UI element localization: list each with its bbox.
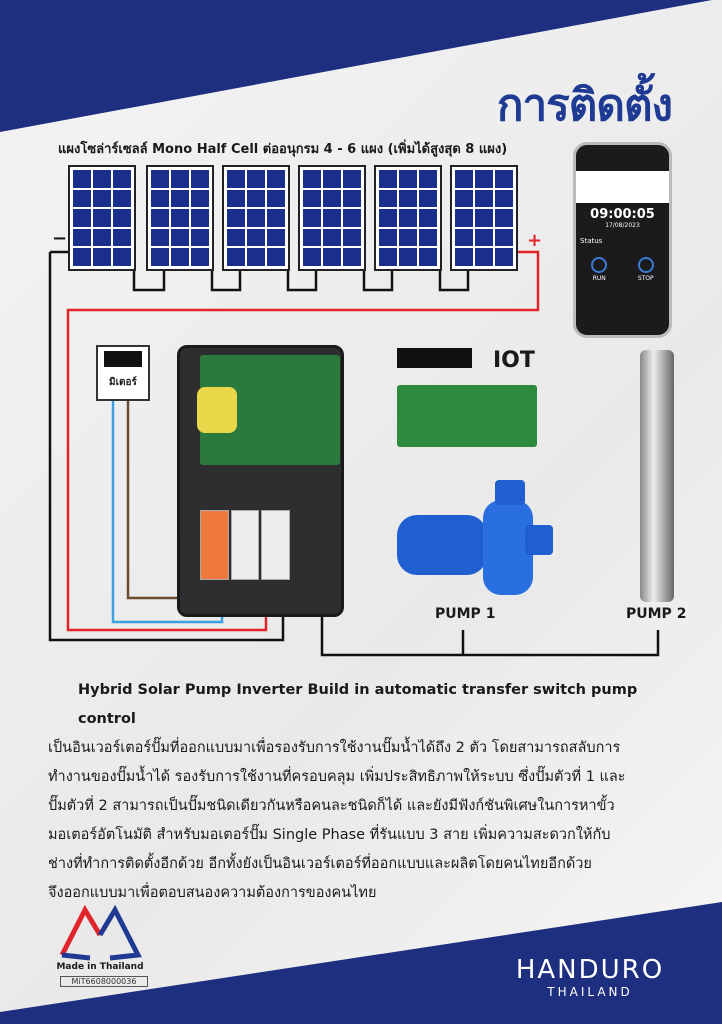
app-status-label: Status xyxy=(580,237,603,245)
iot-label: IOT xyxy=(493,348,535,373)
description-line: ทำงานของปั๊มน้ำได้ รองรับการใช้งานที่ครอ… xyxy=(48,769,626,785)
electric-meter: มิเตอร์ xyxy=(96,345,150,401)
description-line: จึงออกแบบมาเพื่อตอบสนองความต้องการของคนไ… xyxy=(48,885,377,901)
mobile-app-phone: 09:00:05 17/08/2023 Status RUN STOP xyxy=(573,142,672,338)
solar-panel xyxy=(222,165,290,271)
iot-board xyxy=(397,385,537,447)
circuit-breakers xyxy=(200,510,291,580)
pump-1-label: PUMP 1 xyxy=(435,606,496,622)
solar-panel xyxy=(68,165,136,271)
solar-panel xyxy=(374,165,442,271)
description-line: ช่างที่ทำการติดตั้งอีกด้วย อีกทั้งยังเป็… xyxy=(48,856,592,872)
app-date: 17/08/2023 xyxy=(605,222,640,229)
description-line: เป็นอินเวอร์เตอร์ปั๊มที่ออกแบบมาเพื่อรอง… xyxy=(48,740,621,756)
pump-1-image xyxy=(397,480,553,595)
meter-label: มิเตอร์ xyxy=(109,377,137,388)
pump-2-label: PUMP 2 xyxy=(626,606,687,622)
app-banner xyxy=(576,171,669,203)
solar-panel xyxy=(298,165,366,271)
negative-terminal-label: − xyxy=(52,228,68,249)
made-in-thailand-logo xyxy=(59,904,142,961)
brand-sub: THAILAND xyxy=(547,985,633,999)
top-blue-band xyxy=(0,0,712,132)
positive-terminal-label: + xyxy=(527,230,543,251)
stop-button[interactable]: STOP xyxy=(637,257,654,282)
mit-code: MiT6608000036 xyxy=(60,976,148,987)
description-line: ปั๊มตัวที่ 2 สามารถเป็นปั๊มชนิดเดียวกันห… xyxy=(48,798,615,814)
run-button[interactable]: RUN xyxy=(591,257,608,282)
solar-panel xyxy=(146,165,214,271)
solar-panel xyxy=(450,165,518,271)
description-lead: Hybrid Solar Pump Inverter Build in auto… xyxy=(78,682,638,727)
transformer-coil xyxy=(197,387,237,433)
iot-relay-indicators xyxy=(397,348,472,368)
brand-name: HANDURO xyxy=(515,955,665,985)
app-time: 09:00:05 xyxy=(590,207,655,222)
description-line: มอเตอร์อัตโนมัติ สำหรับมอเตอร์ปั๊ม Singl… xyxy=(48,827,611,843)
solar-panel-caption: แผงโซล่าร์เซลล์ Mono Half Cell ต่ออนุกรม… xyxy=(58,142,508,157)
page-title: การติดตั้ง xyxy=(496,80,673,131)
mit-label: Made in Thailand xyxy=(56,962,144,972)
description: Hybrid Solar Pump Inverter Build in auto… xyxy=(48,676,688,908)
pump-2-image xyxy=(640,350,674,602)
wiring xyxy=(48,250,660,657)
handuro-logo: HANDURO THAILAND xyxy=(505,955,675,999)
bottom-blue-band xyxy=(0,902,722,1024)
